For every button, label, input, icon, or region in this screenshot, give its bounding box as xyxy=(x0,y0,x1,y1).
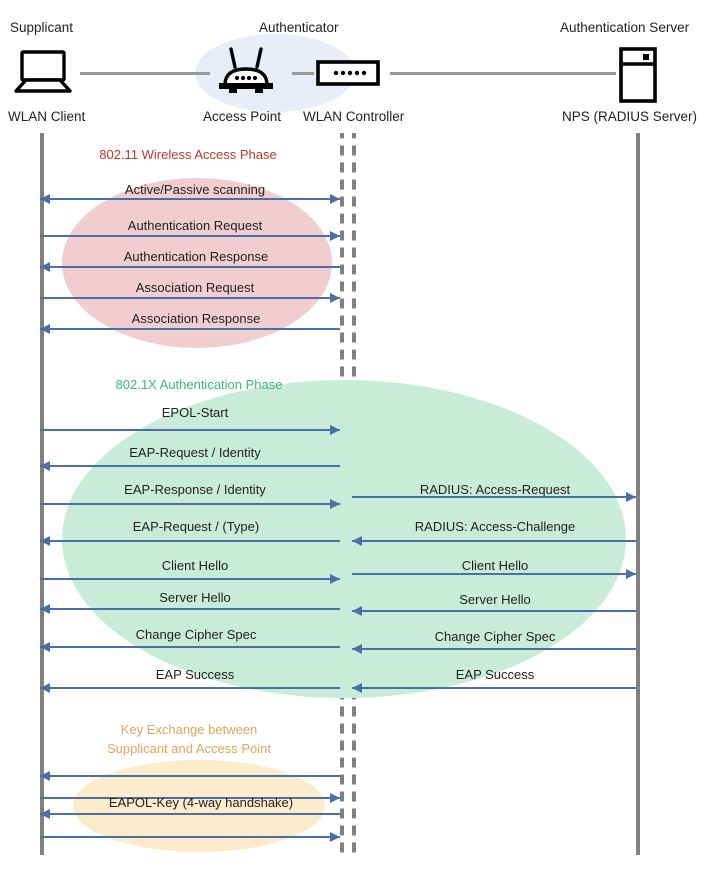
arrow-line xyxy=(40,465,340,467)
message-label: Server Hello xyxy=(459,592,531,607)
actor-name-access-point: Access Point xyxy=(203,109,282,124)
arrowhead-right-icon xyxy=(330,293,340,303)
arrowhead-left-icon xyxy=(40,642,50,652)
message-label: Authentication Request xyxy=(127,218,263,233)
arrow-line xyxy=(40,235,340,237)
arrowhead-left-icon xyxy=(40,771,50,781)
message-label: Change Cipher Spec xyxy=(434,629,556,644)
supplicant-lifeline xyxy=(40,133,44,855)
arrow-line xyxy=(40,540,340,542)
message-label: Authentication Response xyxy=(123,249,269,264)
arrow-line xyxy=(40,429,340,431)
arrow-line xyxy=(40,578,340,580)
arrow-line xyxy=(352,648,636,650)
message-label: Active/Passive scanning xyxy=(124,182,266,197)
arrow-line xyxy=(40,503,340,505)
arrowhead-left-icon xyxy=(40,604,50,614)
arrow-line xyxy=(40,813,340,815)
message-label: Client Hello xyxy=(161,558,229,573)
message-label: EAP-Request / (Type) xyxy=(132,519,260,534)
message-label: Association Request xyxy=(135,280,255,295)
client-to-ap-link xyxy=(80,72,210,75)
ap-to-controller-link xyxy=(292,72,314,75)
phase-8021x-title: 802.1X Authentication Phase xyxy=(115,377,283,392)
arrow-line xyxy=(40,797,340,799)
message-label: EAPOL-Key (4-way handshake) xyxy=(108,795,294,810)
arrowhead-right-icon xyxy=(330,231,340,241)
arrowhead-left-icon xyxy=(40,194,50,204)
arrowhead-right-icon xyxy=(330,425,340,435)
arrow-line xyxy=(352,610,636,612)
arrowhead-right-icon xyxy=(330,832,340,842)
arrow-line xyxy=(352,687,636,689)
message-label: RADIUS: Access-Challenge xyxy=(414,519,576,534)
server-tower-icon xyxy=(619,47,657,108)
message-label: RADIUS: Access-Request xyxy=(419,482,571,497)
arrow-line xyxy=(40,646,340,648)
actor-name-wlan-client: WLAN Client xyxy=(8,109,86,124)
arrow-line xyxy=(40,775,340,777)
laptop-icon xyxy=(14,50,72,99)
message-label: EAP-Request / Identity xyxy=(129,445,261,460)
phase-8021x-ellipse xyxy=(62,380,626,698)
message-label: EAP Success xyxy=(155,667,235,682)
arrowhead-right-icon xyxy=(626,492,636,502)
message-label: EAP Success xyxy=(455,667,535,682)
arrowhead-left-icon xyxy=(352,536,362,546)
arrowhead-right-icon xyxy=(626,569,636,579)
phase-key-exchange-title: Key Exchange between Supplicant and Acce… xyxy=(106,722,272,756)
arrow-line xyxy=(40,328,340,330)
arrow-line xyxy=(40,198,340,200)
actor-name-wlan-controller: WLAN Controller xyxy=(303,109,405,124)
radius-server-lifeline xyxy=(636,133,640,855)
wlan-controller-icon xyxy=(316,60,380,91)
arrowhead-left-icon xyxy=(352,683,362,693)
wireless-router-icon xyxy=(215,47,277,100)
arrowhead-left-icon xyxy=(40,809,50,819)
arrow-line xyxy=(40,608,340,610)
arrow-line xyxy=(40,297,340,299)
arrowhead-right-icon xyxy=(330,499,340,509)
actor-role-supplicant: Supplicant xyxy=(10,20,74,35)
arrowhead-left-icon xyxy=(40,683,50,693)
message-label: Server Hello xyxy=(159,590,231,605)
actor-name-nps-radius-server: NPS (RADIUS Server) xyxy=(562,109,698,124)
message-label: EPOL-Start xyxy=(161,405,229,420)
arrow-line xyxy=(40,687,340,689)
message-label: Client Hello xyxy=(461,558,529,573)
arrowhead-right-icon xyxy=(330,793,340,803)
message-label: EAP-Response / Identity xyxy=(124,482,266,497)
arrow-line xyxy=(352,540,636,542)
arrowhead-right-icon xyxy=(330,574,340,584)
phase-80211-ellipse xyxy=(62,178,332,348)
arrow-line xyxy=(40,266,340,268)
arrowhead-right-icon xyxy=(330,194,340,204)
message-label: Change Cipher Spec xyxy=(135,627,257,642)
phase-80211-title: 802.11 Wireless Access Phase xyxy=(99,147,277,162)
arrowhead-left-icon xyxy=(40,536,50,546)
arrow-line xyxy=(352,496,636,498)
arrow-line xyxy=(352,573,636,575)
arrowhead-left-icon xyxy=(40,262,50,272)
actor-role-authenticator: Authenticator xyxy=(259,20,339,35)
arrowhead-left-icon xyxy=(352,606,362,616)
arrowhead-left-icon xyxy=(40,324,50,334)
arrowhead-left-icon xyxy=(352,644,362,654)
arrow-line xyxy=(40,836,340,838)
controller-to-server-link xyxy=(390,72,616,75)
message-label: Association Response xyxy=(131,311,261,326)
actor-role-authentication-server: Authentication Server xyxy=(560,20,690,35)
arrowhead-left-icon xyxy=(40,461,50,471)
